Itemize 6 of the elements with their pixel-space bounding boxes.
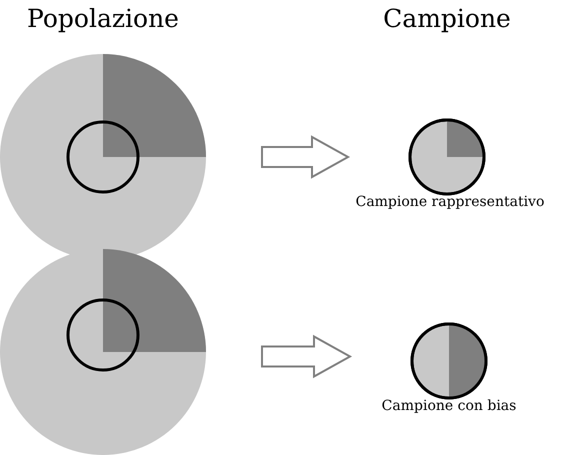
sample-caption: Campione con bias (382, 398, 516, 414)
block-arrow (261, 334, 352, 378)
column-heading: Campione (383, 4, 511, 33)
column-heading: Popolazione (27, 4, 179, 33)
block-arrow (261, 135, 350, 179)
sample-caption: Campione rappresentativo (356, 194, 544, 210)
